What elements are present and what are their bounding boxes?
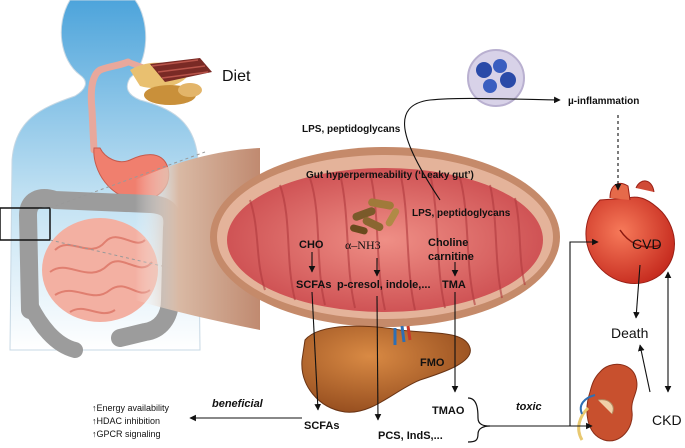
scfas-bottom-label: SCFAs [304, 420, 340, 432]
benefit-item: ↑Energy availability [92, 403, 170, 413]
bacteria-icon [350, 198, 400, 235]
pcresol-label: p-cresol, indole,... [337, 279, 431, 291]
liver-icon [301, 325, 471, 413]
food-icon [130, 58, 212, 105]
toxic-label: toxic [516, 401, 542, 413]
inflammation-label: µ-inflammation [568, 96, 640, 107]
scfas-gut-label: SCFAs [296, 279, 332, 291]
zoom-box [0, 207, 51, 241]
lps-top-label: LPS, peptidoglycans [302, 124, 401, 135]
nh3-label: α–NH3 [345, 238, 381, 252]
esophagus-icon [87, 58, 132, 154]
benefit-item: ↑HDAC inhibition [92, 416, 161, 426]
heart-icon [585, 180, 675, 285]
pcresol-flow-arrow [374, 295, 382, 421]
tma-label: TMA [442, 279, 466, 291]
beneficial-label: beneficial [212, 398, 263, 410]
fmo-label: FMO [420, 357, 445, 369]
toxic-to-heart-arrow [490, 238, 599, 427]
gut-section-icon [135, 147, 560, 330]
diet-label: Diet [222, 68, 251, 85]
leaky-gut-label: Gut hyperpermeability (‘Leaky gut’) [306, 170, 474, 181]
cvd-label: CVD [632, 236, 662, 252]
lps-inner-label: LPS, peptidoglycans [412, 208, 511, 219]
immune-cell-icon [467, 49, 525, 107]
carnitine-label: carnitine [428, 251, 474, 263]
cho-label: CHO [299, 239, 324, 251]
scfas-flow-arrow [311, 291, 321, 411]
death-label: Death [611, 325, 649, 341]
ckd-label: CKD [652, 412, 682, 428]
kidney-icon [577, 363, 638, 442]
toxins-brace [467, 397, 491, 443]
benefit-item: ↑GPCR signaling [92, 429, 161, 439]
tmao-label: TMAO [432, 405, 465, 417]
pcs-label: PCS, IndS,... [378, 430, 443, 442]
small-intestine-icon [42, 218, 158, 322]
lps-arrow [404, 96, 561, 201]
choline-label: Choline [428, 237, 469, 249]
